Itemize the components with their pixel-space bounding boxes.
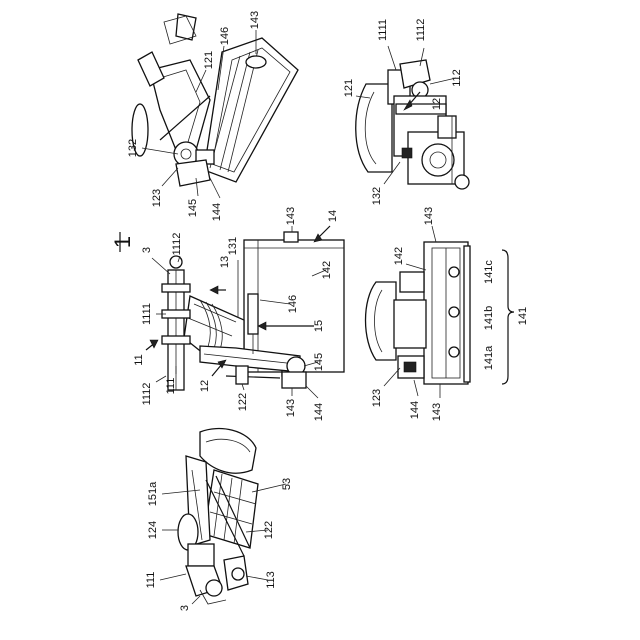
label-141c: 141c <box>483 260 495 284</box>
drive-unit-d <box>366 272 427 378</box>
label-14: 14 <box>327 210 339 222</box>
label-143-d: 143 <box>423 207 435 225</box>
label-142-a: 142 <box>321 261 333 279</box>
figure-number: 1 <box>110 232 135 252</box>
label-15: 15 <box>313 320 325 332</box>
label-144-b: 144 <box>313 403 325 421</box>
label-13: 13 <box>219 256 231 268</box>
label-1111-a: 1111 <box>377 19 389 41</box>
label-141: 141 <box>517 307 529 325</box>
label-1112-b: 1112 <box>171 233 183 256</box>
view-plan-right: 143 142 141c 141b 141a 141 123 144 143 <box>366 207 530 421</box>
label-131: 131 <box>227 237 239 255</box>
view-side-top-right: 1111 1112 121 12 112 132 <box>343 19 469 206</box>
label-1112-c: 1112 <box>141 383 153 406</box>
label-141a: 141a <box>483 345 495 370</box>
label-12-b: 12 <box>199 380 211 392</box>
label-124: 124 <box>147 521 159 539</box>
label-3-a: 3 <box>141 247 153 253</box>
label-143-a: 143 <box>249 11 261 29</box>
label-123-a: 123 <box>151 189 163 207</box>
view-side-center: 3 1112 13 131 1111 11 1112 111 12 122 14… <box>133 207 344 421</box>
label-111-b: 111 <box>145 572 157 589</box>
label-132-a: 132 <box>127 139 139 157</box>
deck-housing-a <box>204 38 298 182</box>
label-1111-b: 1111 <box>141 303 153 325</box>
brace-141 <box>502 250 514 384</box>
label-145-a: 145 <box>187 199 199 217</box>
label-144-c: 144 <box>409 401 421 419</box>
label-1112-a: 1112 <box>415 19 427 42</box>
label-121-a: 121 <box>203 51 215 69</box>
label-151a: 151a <box>147 481 159 506</box>
label-143-e: 143 <box>431 403 443 421</box>
label-123-b: 123 <box>371 389 383 407</box>
label-143-c: 143 <box>285 207 297 225</box>
label-122-a: 122 <box>237 393 249 411</box>
label-53: 53 <box>281 478 293 490</box>
label-132-b: 132 <box>371 187 383 205</box>
label-11: 11 <box>133 354 145 365</box>
label-3-b: 3 <box>179 605 191 611</box>
label-144-a: 144 <box>211 203 223 221</box>
view-perspective-top-left: 121 146 143 132 123 145 144 <box>127 11 298 221</box>
label-121-b: 121 <box>343 79 355 97</box>
label-142-b: 142 <box>393 247 405 265</box>
figure-number-text: 1 <box>110 236 135 248</box>
deck-housing-d <box>424 242 470 384</box>
label-141b: 141b <box>483 306 495 330</box>
label-145-b: 145 <box>313 353 325 371</box>
label-12-a: 12 <box>431 98 443 110</box>
label-112: 112 <box>451 69 463 87</box>
label-111-a: 111 <box>165 378 177 395</box>
boom-arm-a <box>132 14 214 186</box>
label-143-b: 143 <box>285 399 297 417</box>
view-perspective-bottom: 151a 53 124 122 111 3 113 <box>145 429 293 612</box>
label-146-a: 146 <box>219 27 231 45</box>
